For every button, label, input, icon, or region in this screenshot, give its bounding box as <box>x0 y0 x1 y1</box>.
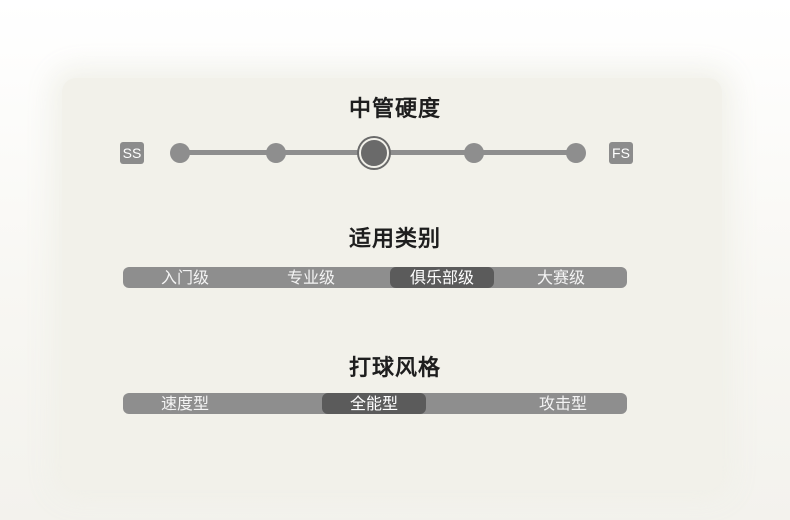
category-segmented-control: 入门级 专业级 俱乐部级 大赛级 <box>123 267 627 288</box>
play-style-segmented-control: 速度型 全能型 攻击型 <box>123 393 627 414</box>
hardness-min-label: SS <box>120 142 144 164</box>
hardness-stop-4[interactable] <box>464 143 484 163</box>
category-option-beginner[interactable]: 入门级 <box>160 268 209 287</box>
category-option-club[interactable]: 俱乐部级 <box>390 267 494 288</box>
play-style-option-allround[interactable]: 全能型 <box>322 393 426 414</box>
play-style-option-speed[interactable]: 速度型 <box>160 394 209 413</box>
play-style-title: 打球风格 <box>348 356 441 381</box>
hardness-stop-5[interactable] <box>566 143 586 163</box>
hardness-stop-2[interactable] <box>266 143 286 163</box>
hardness-max-label: FS <box>609 142 633 164</box>
category-option-tournament[interactable]: 大赛级 <box>536 268 585 287</box>
hardness-stop-3[interactable] <box>359 138 389 168</box>
hardness-title: 中管硬度 <box>348 97 441 122</box>
hardness-stop-1[interactable] <box>170 143 190 163</box>
play-style-option-attack[interactable]: 攻击型 <box>538 394 587 413</box>
category-title: 适用类别 <box>348 227 441 252</box>
category-option-professional[interactable]: 专业级 <box>286 268 335 287</box>
